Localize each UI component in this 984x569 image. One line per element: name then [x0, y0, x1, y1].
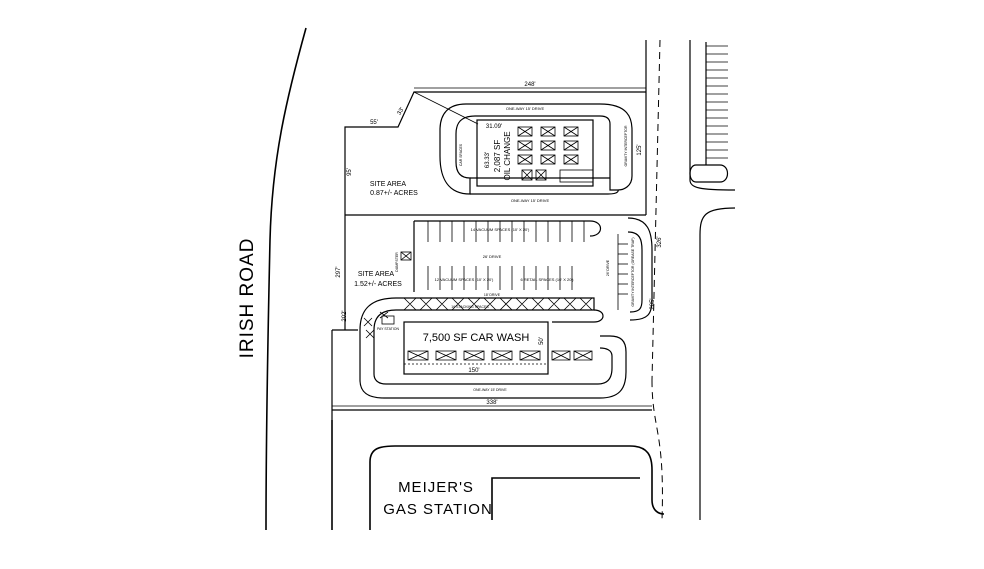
- drive-18-label: 18' DRIVE: [484, 293, 501, 297]
- stacking-markers: [403, 297, 593, 311]
- north-drive-top-label: ONE-WAY 15' DRIVE: [506, 106, 545, 111]
- retail-spaces-label: 6 RETAIL SPACES (10' X 20'): [520, 277, 574, 282]
- vacuum-spaces-label: 14 VACUUM SPACES (10' X 20'): [471, 227, 530, 232]
- north-property-line: [344, 91, 646, 215]
- building-area-label: 2,087 SF: [493, 140, 502, 173]
- stacking-lane: [396, 297, 595, 311]
- east-road-edge-south: [699, 207, 736, 520]
- vacuum-spaces-2-label: 12 VACUUM SPACES (10' X 20'): [435, 277, 494, 282]
- building-depth-dim: 31.09': [486, 124, 502, 130]
- row-dashed-line-south: [651, 379, 663, 521]
- pay-station: [381, 315, 395, 325]
- gas-station-area: MEIJER'S GAS STATION: [369, 445, 665, 530]
- road-edge-west: [265, 27, 307, 531]
- dim-top: 248': [524, 82, 535, 88]
- vacuum-row-top-edge: [414, 220, 602, 237]
- east-bay-stalls: [617, 234, 628, 310]
- south-site-area-value: 1.52+/- ACRES: [354, 281, 402, 288]
- oil-change-bays: [517, 126, 594, 183]
- car-wash-inner-loop: [373, 309, 613, 385]
- vacuum-stalls-south: [427, 266, 573, 290]
- south-parcel: 338' 297' 202' 326' 205' SITE AREA 1.52+…: [331, 215, 663, 420]
- road-name-label: IRISH ROAD: [237, 238, 258, 359]
- ne-parking-stalls: [689, 42, 729, 183]
- north-site-area-title: SITE AREA: [370, 181, 407, 188]
- north-left-label: CAR SPACES: [459, 143, 463, 166]
- drive-outer-edge: [470, 189, 619, 195]
- exit-drive-label: ONE-WAY 15' DRIVE: [473, 388, 507, 392]
- north-right-label: GRAVITY INTERCEPTOR: [624, 125, 628, 167]
- dim-left-top: 55': [370, 120, 378, 126]
- dim-right: 125': [637, 144, 643, 155]
- car-wash-building: [403, 321, 549, 375]
- north-site-area-value: 0.87+/- ACRES: [370, 190, 418, 197]
- dumpster-enclosure: [400, 251, 412, 261]
- dim-bottom: 338': [486, 400, 497, 406]
- mid-drive-label: 26' DRIVE: [483, 254, 502, 259]
- dim-right-top: 326': [657, 236, 663, 247]
- car-wash-width-dim: 150': [468, 368, 479, 374]
- car-wash-tunnel-markers: [407, 350, 541, 361]
- north-parcel: 248' 55' 33' 95' 125' SITE AREA 0.87+/- …: [344, 82, 646, 216]
- north-drive-bottom-label: ONE-WAY 15' DRIVE: [511, 198, 550, 203]
- gas-station-building-edge: [491, 477, 640, 520]
- dim-left: 297': [336, 266, 342, 277]
- irish-road: IRISH ROAD: [237, 27, 333, 531]
- vacuum-stalls-north: [427, 221, 585, 242]
- building-width-dim: 63.33': [485, 152, 491, 168]
- car-wash-title: 7,500 SF CAR WASH: [423, 332, 530, 344]
- gas-station-type: GAS STATION: [383, 501, 493, 518]
- south-right-label: GRAVITY INTERCEPTOR (GREASE TRAP): [631, 237, 635, 306]
- dim-left: 95': [347, 168, 353, 176]
- oil-change-building: [476, 119, 594, 187]
- east-right-of-way: [645, 39, 736, 521]
- gas-station-drive-edge: [369, 445, 665, 530]
- building-use-label: OIL CHANGE: [503, 131, 512, 180]
- pay-station-label: PAY STATION: [377, 327, 400, 331]
- car-wash-outer-loop: [359, 297, 627, 399]
- dim-right-bottom: 205': [650, 298, 656, 309]
- east-road-curve-north: [689, 179, 736, 191]
- stacking-label: 16 STACKING SPACES: [451, 305, 489, 309]
- exit-lane-markers: [551, 350, 593, 361]
- right-drive-label: 26' DRIVE: [606, 259, 610, 276]
- east-bay-curve: [627, 217, 653, 321]
- row-dashed-line: [651, 39, 661, 381]
- south-site-area-title: SITE AREA: [358, 271, 395, 278]
- dumpster-label: DUMPSTER: [395, 252, 399, 272]
- dim-left-small: 202': [342, 310, 348, 321]
- west-loop-markers: [363, 311, 389, 339]
- car-wash-depth-dim: 50': [539, 337, 545, 345]
- gas-station-name: MEIJER'S: [398, 479, 474, 496]
- dim-angle: 33': [397, 107, 406, 117]
- oil-change-drive-aisle: [439, 103, 633, 195]
